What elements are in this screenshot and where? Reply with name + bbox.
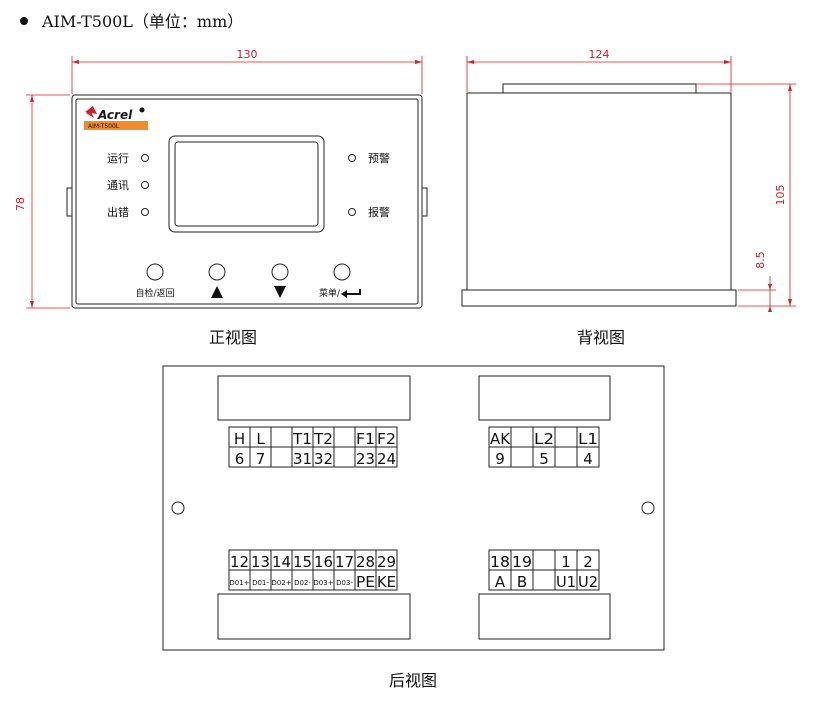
terminal-bottom-right-cell: B <box>517 573 527 591</box>
terminal-top-left-cell: T2 <box>313 430 333 448</box>
front-height-label: 78 <box>14 197 27 211</box>
bullet-icon <box>20 17 28 25</box>
terminal-top-left-cell: F1 <box>356 430 375 448</box>
terminal-bottom-right-cell: 2 <box>583 553 593 571</box>
arrow-up-icon <box>211 286 223 298</box>
front-view: 130 78 Acrel AIM-T500L 运行 通讯 出错 <box>14 48 428 347</box>
terminal-top-left-cell: 7 <box>256 450 266 468</box>
rear-view-caption: 后视图 <box>389 671 437 690</box>
terminal-top-left-cell: T1 <box>292 430 312 448</box>
terminal-bottom-left-cell: 16 <box>314 553 333 571</box>
terminal-bottom-right-cell: A <box>495 573 506 591</box>
led-alarm-icon <box>348 208 356 216</box>
mount-hole-left-icon <box>171 501 185 515</box>
mount-hole-right-icon <box>641 501 655 515</box>
connector-bottom-right <box>478 593 611 640</box>
back-body <box>466 92 732 291</box>
terminal-bottom-left-cell: D03+ <box>313 579 333 587</box>
terminal-top-left-cell: 31 <box>293 450 312 468</box>
led-label-alarm: 报警 <box>368 205 390 219</box>
front-view-caption: 正视图 <box>209 328 257 347</box>
terminal-bottom-left-cell: 15 <box>293 553 312 571</box>
terminal-bottom-left-cell: D03- <box>336 579 353 587</box>
terminal-bottom-right-cell: 19 <box>512 553 532 571</box>
button-menu <box>333 263 351 281</box>
terminal-top-right-cell: AK <box>490 430 511 448</box>
terminal-top-left-cell: 6 <box>235 450 245 468</box>
terminal-bottom-left-cell: 29 <box>377 553 396 571</box>
back-flange <box>461 289 737 307</box>
back-small-label: 8.5 <box>754 251 767 269</box>
terminal-top-left-cell: 32 <box>314 450 333 468</box>
back-side-view: 124 105 8.5 背视图 <box>461 48 796 347</box>
led-label-run: 运行 <box>107 152 129 165</box>
terminal-bottom-left-cell: 28 <box>356 553 375 571</box>
button-down <box>271 263 289 281</box>
terminal-top-right-cell: 5 <box>539 450 549 468</box>
drawing-title: AIM-T500L（单位：mm） <box>41 12 243 31</box>
terminal-bottom-left-cell: 17 <box>335 553 354 571</box>
terminal-top-right-cell: L2 <box>534 430 554 448</box>
terminal-top-left-cell: 24 <box>377 450 396 468</box>
connector-top-right <box>478 375 611 421</box>
terminal-bottom-left-cell: D01+ <box>229 579 249 587</box>
terminal-bottom-left-cell: PE <box>356 573 375 591</box>
back-width-label: 124 <box>589 48 610 61</box>
terminal-bottom-right-cell: 18 <box>490 553 510 571</box>
back-top-ridge <box>502 83 697 94</box>
acrel-logo: Acrel AIM-T500L <box>84 106 148 130</box>
terminal-top-right-cell: 4 <box>583 450 593 468</box>
terminal-bottom-left-cell: D02+ <box>271 579 291 587</box>
back-view-caption: 背视图 <box>577 328 625 347</box>
terminal-bottom-right-cell: 1 <box>561 553 571 571</box>
terminal-bottom-left-cell: KE <box>377 573 396 591</box>
model-badge-text: AIM-T500L <box>88 123 120 130</box>
terminal-grid-top-right: AK L2 L1 9 5 4 <box>488 426 600 468</box>
button-self-test <box>146 263 164 281</box>
led-label-prewarn: 预警 <box>368 151 390 165</box>
enter-arrow-icon <box>341 289 361 298</box>
model-badge <box>84 121 148 130</box>
back-height-label: 105 <box>774 185 787 206</box>
led-label-error: 出错 <box>107 205 129 219</box>
terminal-top-left-cell: 23 <box>356 450 375 468</box>
lcd-display <box>168 135 325 233</box>
arrow-down-icon <box>274 286 286 298</box>
terminal-bottom-left-cell: 12 <box>230 553 249 571</box>
terminal-top-right-cell: 9 <box>495 450 505 468</box>
terminal-top-left-cell: F2 <box>377 430 396 448</box>
terminal-top-left-cell: L <box>256 430 265 448</box>
terminal-bottom-left-cell: D02- <box>294 579 311 587</box>
button-up <box>208 263 226 281</box>
led-error-icon <box>141 208 149 216</box>
button-menu-label: 菜单/ <box>319 287 341 299</box>
terminal-bottom-left-cell: 13 <box>251 553 270 571</box>
led-prewarn-icon <box>348 154 356 162</box>
front-width-label: 130 <box>237 48 258 61</box>
terminal-top-left-cell: H <box>234 430 245 448</box>
terminal-top-right-cell: L1 <box>578 430 598 448</box>
terminal-bottom-left-cell: 14 <box>272 553 291 571</box>
connector-bottom-left <box>217 593 411 640</box>
led-run-icon <box>141 154 149 162</box>
logo-text: Acrel <box>97 108 133 122</box>
led-comm-icon <box>141 181 149 189</box>
terminal-bottom-right-cell: U1 <box>556 573 576 591</box>
button-self-test-label: 自检/返回 <box>135 287 174 299</box>
terminal-bottom-right-cell: U2 <box>578 573 598 591</box>
connector-top-left <box>217 375 411 421</box>
terminal-bottom-left-cell: D01- <box>252 579 269 587</box>
rear-panel <box>162 365 665 651</box>
led-label-comm: 通讯 <box>107 179 129 192</box>
